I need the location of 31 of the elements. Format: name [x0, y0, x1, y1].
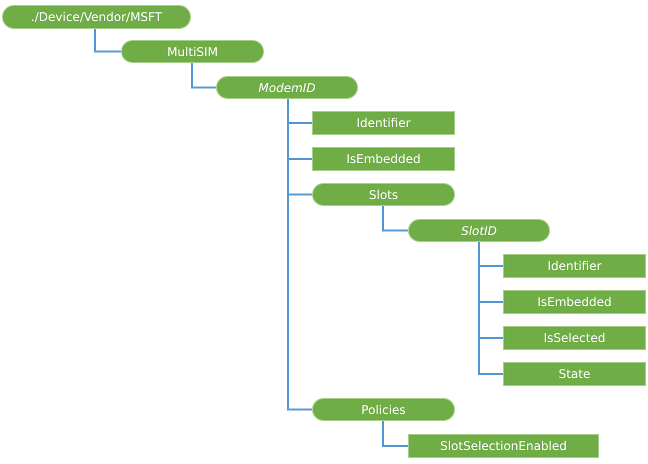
tree-node: [121, 40, 264, 63]
tree-node: [312, 183, 455, 206]
leaf-node: [312, 111, 455, 135]
node-label: ModemID: [258, 80, 316, 94]
tree-node: [408, 219, 550, 242]
node-label: SlotSelectionEnabled: [440, 439, 567, 453]
connector-line: [382, 421, 408, 447]
leaf-node: [408, 434, 599, 458]
node-label: IsSelected: [544, 331, 606, 345]
connector-line: [382, 206, 408, 232]
node-label: Identifier: [547, 259, 602, 273]
node-label: ./Device/Vendor/MSFT: [30, 10, 162, 24]
leaf-node: [503, 362, 646, 386]
node-label: Policies: [361, 402, 406, 416]
tree-node: [216, 76, 358, 99]
connector-line: [191, 63, 216, 88]
tree-node: [312, 398, 455, 421]
leaf-node: [503, 254, 646, 278]
leaf-node: [312, 147, 455, 171]
tree-node: [2, 5, 191, 29]
connector-line: [287, 99, 312, 410]
node-label: SlotID: [461, 224, 497, 238]
leaf-node: [503, 290, 646, 314]
leaf-node: [503, 326, 646, 350]
node-label: Identifier: [356, 116, 411, 130]
node-label: Slots: [368, 188, 398, 202]
node-label: IsEmbedded: [537, 295, 612, 309]
node-label: MultiSIM: [167, 44, 218, 58]
node-label: State: [558, 367, 590, 381]
node-label: IsEmbedded: [346, 152, 421, 166]
connector-line: [94, 29, 121, 52]
